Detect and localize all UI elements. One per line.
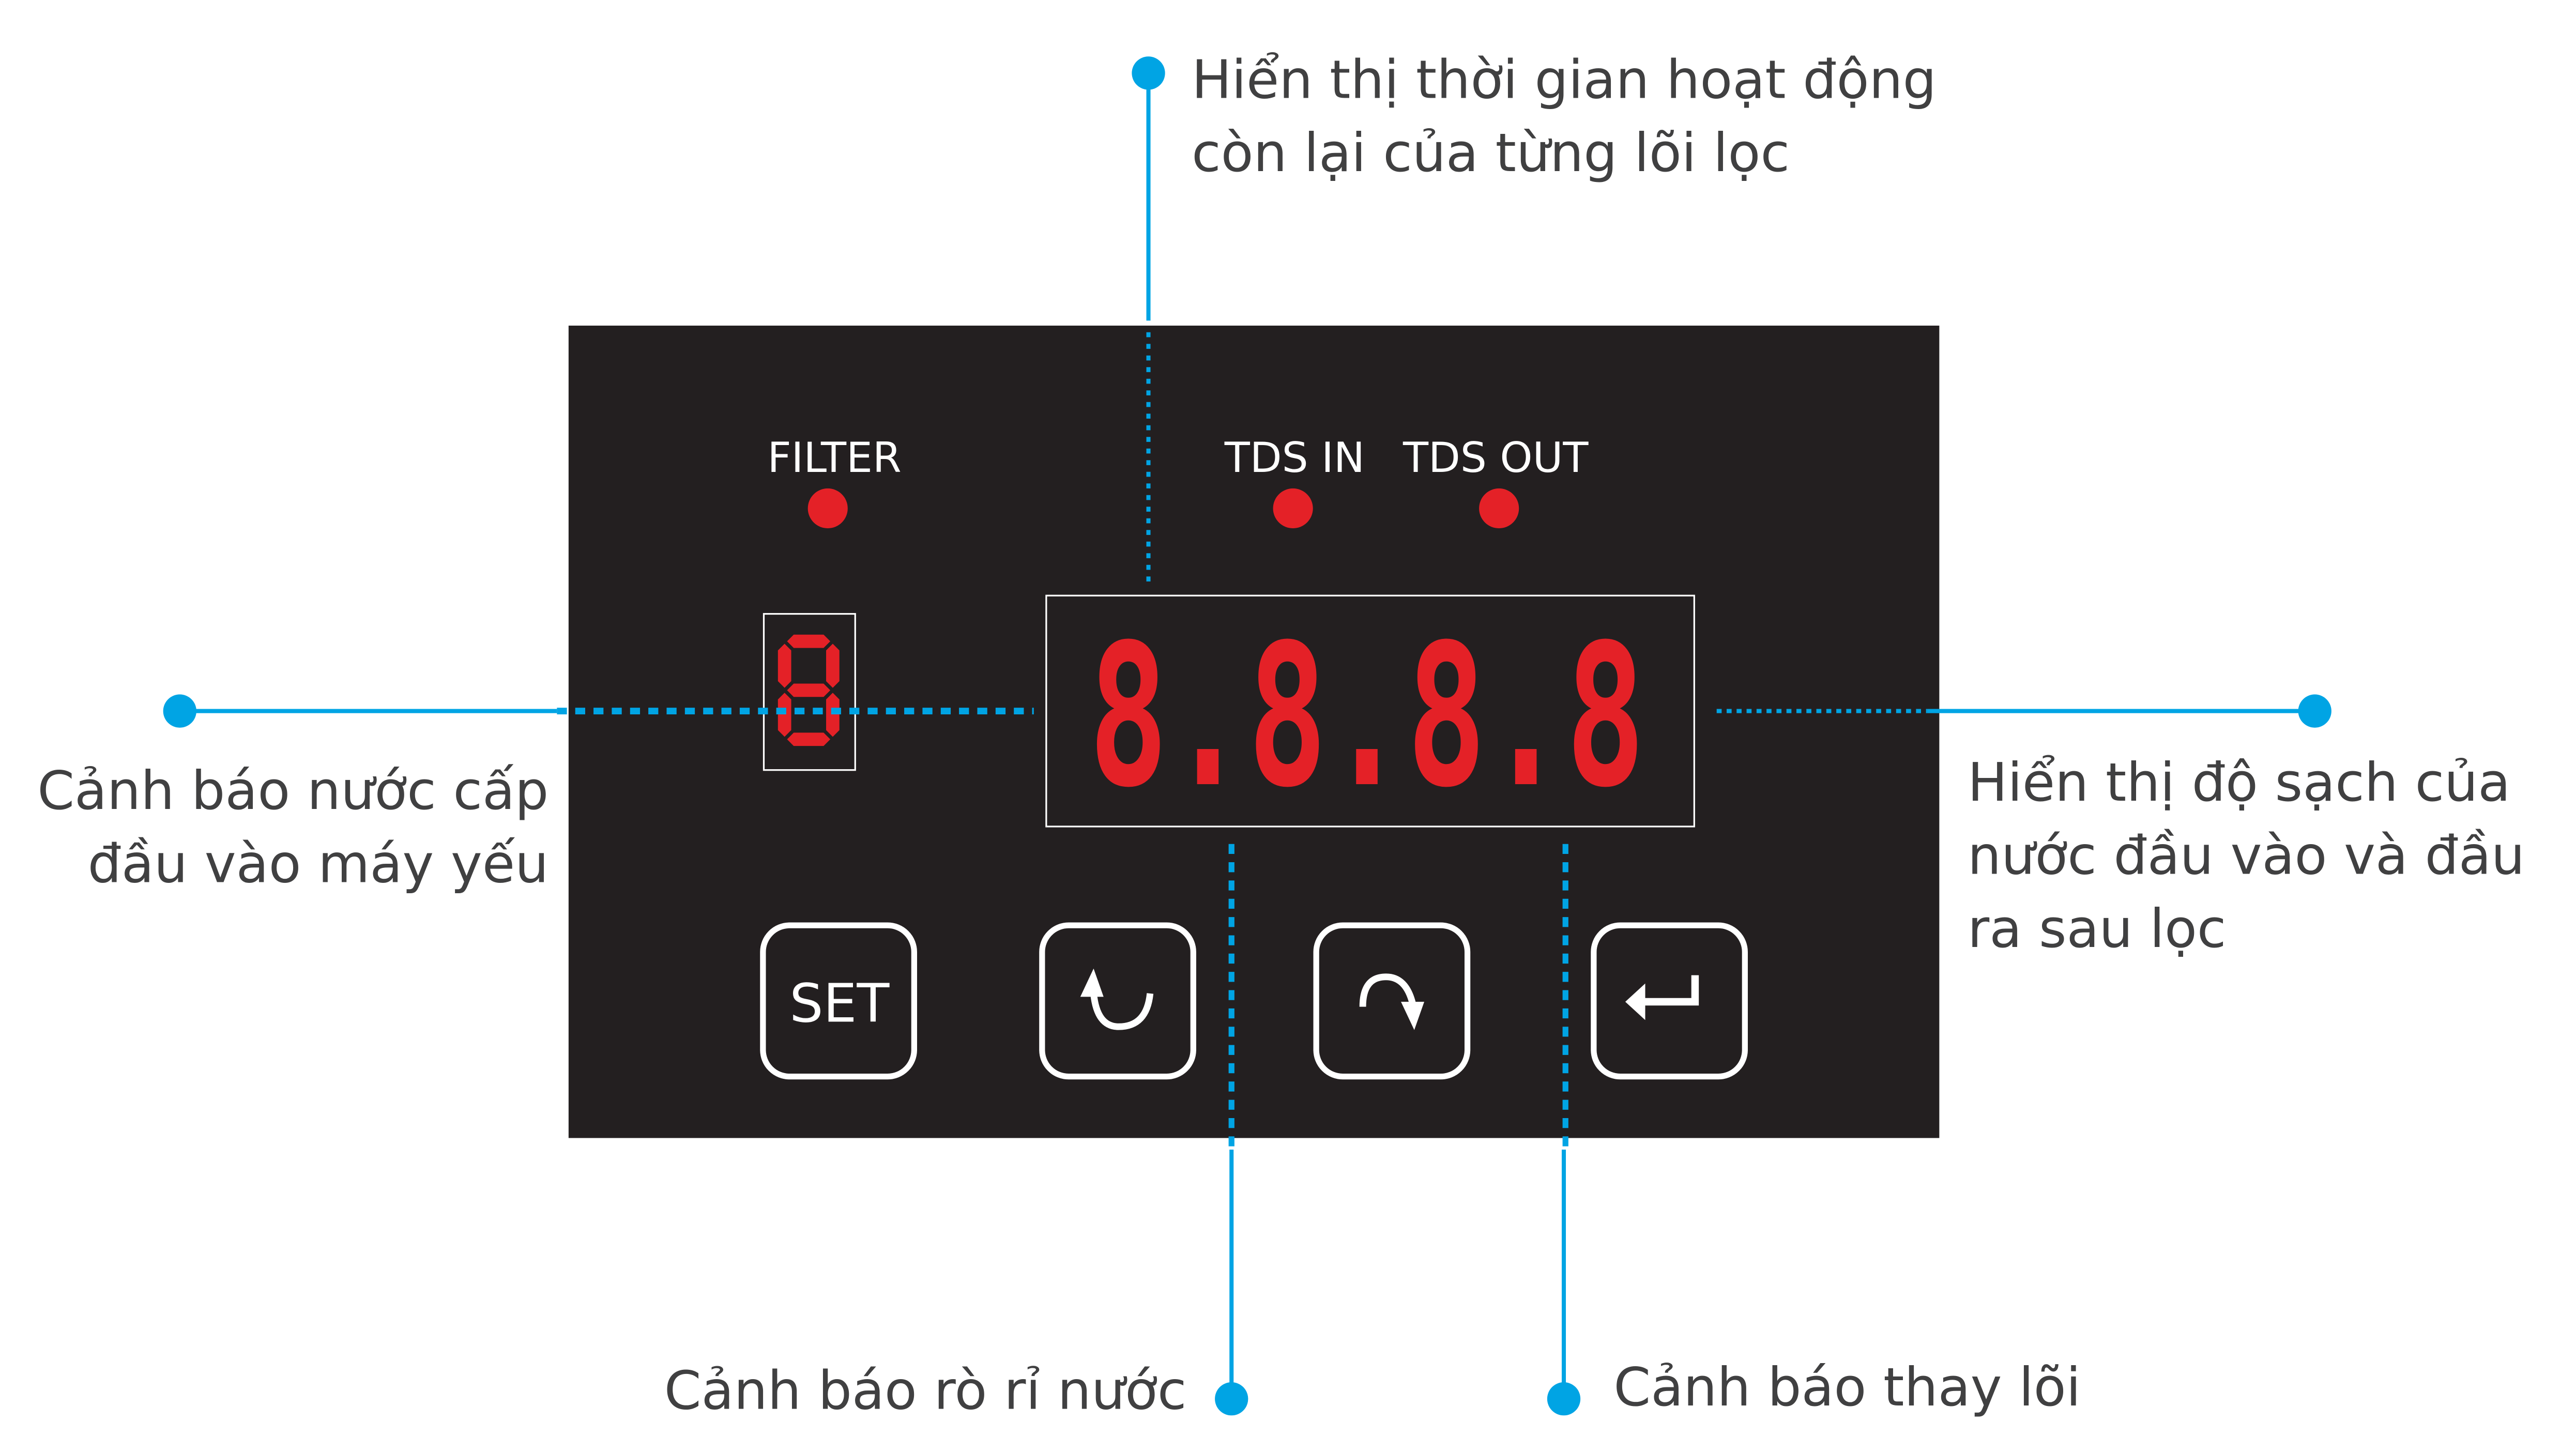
segment-f xyxy=(778,644,791,688)
segment-d xyxy=(787,732,831,746)
small-seven-segment-display xyxy=(778,634,840,746)
tds-in-led-icon xyxy=(1273,488,1313,529)
right-callout-dot-icon xyxy=(2298,694,2331,728)
bottom-right-callout-dot-icon xyxy=(1547,1382,1581,1416)
set-button[interactable]: SET xyxy=(760,922,917,1080)
left-annotation-line-1: Cảnh báo nước cấp xyxy=(37,760,548,822)
top-annotation-line-2: còn lại của từng lõi lọc xyxy=(1192,123,1790,184)
segment-b xyxy=(826,644,840,688)
undo-button[interactable] xyxy=(1039,922,1196,1080)
segment-e xyxy=(778,693,791,737)
enter-icon xyxy=(1625,975,1699,1020)
bottom-left-callout-dot-icon xyxy=(1215,1382,1248,1416)
bottom-left-annotation: Cảnh báo rò rỉ nước xyxy=(664,1360,1187,1422)
digit xyxy=(778,634,840,746)
right-annotation-line-3: ra sau lọc xyxy=(1968,898,2226,960)
undo-arrow-icon xyxy=(1080,968,1154,1030)
small-display-frame xyxy=(763,613,856,771)
filter-label: FILTER xyxy=(767,433,901,482)
main-display-frame xyxy=(1045,594,1695,828)
enter-button[interactable] xyxy=(1591,922,1748,1080)
right-annotation-line-2: nước đầu vào và đầu xyxy=(1968,826,2525,887)
tds-out-label: TDS OUT xyxy=(1403,433,1589,482)
right-annotation-line-1: Hiển thị độ sạch của xyxy=(1968,752,2510,814)
tds-out-led-icon xyxy=(1479,488,1519,529)
segment-a xyxy=(787,634,831,648)
top-callout-dot-icon xyxy=(1132,56,1165,90)
top-annotation-line-1: Hiển thị thời gian hoạt động xyxy=(1192,50,1937,111)
segment-c xyxy=(826,693,840,737)
set-button-label: SET xyxy=(789,973,890,1035)
bottom-right-annotation: Cảnh báo thay lõi xyxy=(1613,1357,2081,1418)
redo-arrow-icon xyxy=(1359,973,1425,1030)
left-annotation-line-2: đầu vào máy yếu xyxy=(88,834,549,895)
main-display-value: 8.8.8.8 xyxy=(1089,603,1645,831)
segment-g xyxy=(787,683,831,697)
filter-led-icon xyxy=(807,488,848,529)
tds-in-label: TDS IN xyxy=(1224,433,1365,482)
redo-button[interactable] xyxy=(1313,922,1471,1080)
left-callout-dot-icon xyxy=(163,694,196,728)
